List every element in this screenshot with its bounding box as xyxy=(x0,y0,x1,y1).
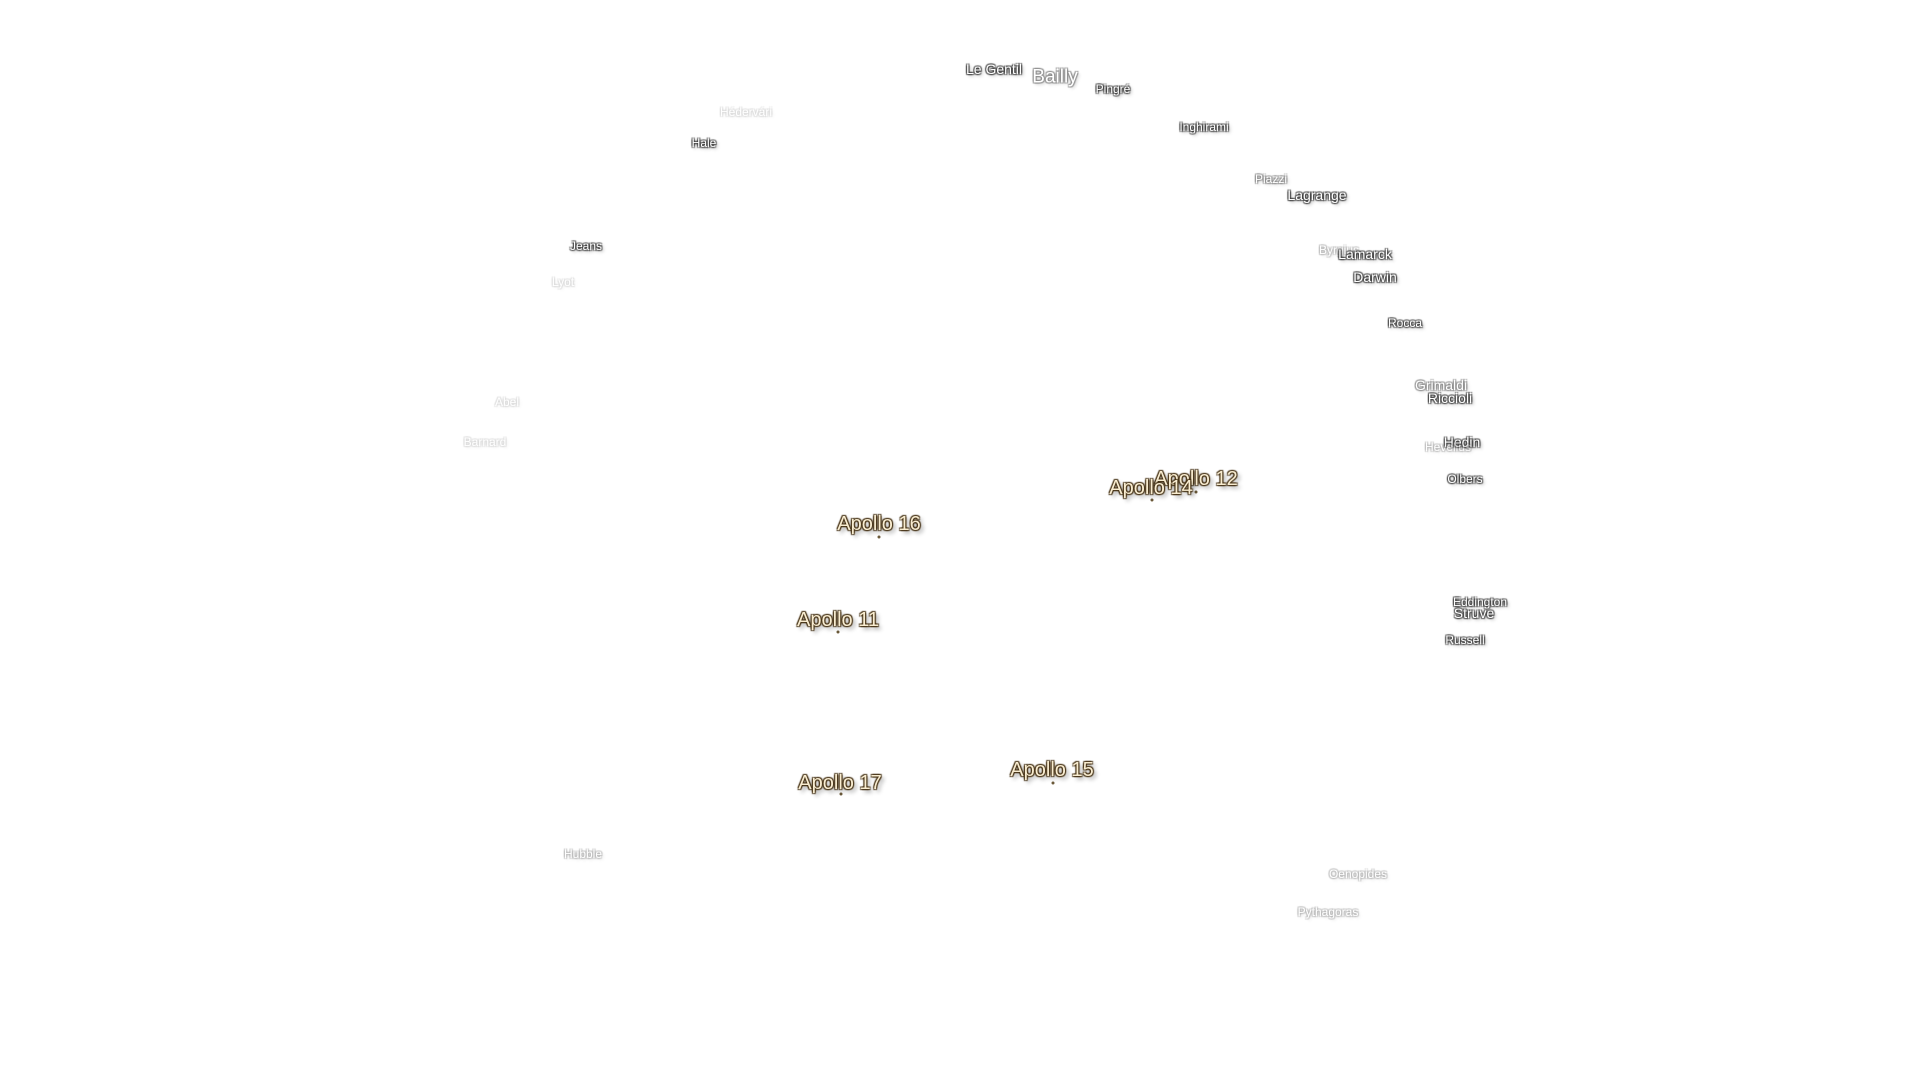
crater-label-pythagoras[interactable]: Pythagoras xyxy=(1297,905,1359,919)
crater-label-hevelius[interactable]: Hevelius xyxy=(1424,440,1472,454)
crater-label-piazzi[interactable]: Piazzi xyxy=(1254,172,1288,186)
crater-label-lamarck[interactable]: Lamarck xyxy=(1338,246,1392,262)
crater-label-le-gentil[interactable]: Le Gentil xyxy=(965,61,1023,77)
crater-label-hedervari[interactable]: Hédervári xyxy=(719,105,773,119)
crater-label-lyot[interactable]: Lyot xyxy=(551,275,575,289)
crater-label-struve[interactable]: Struve xyxy=(1453,605,1495,621)
apollo-16-label[interactable]: Apollo 16 xyxy=(837,513,921,535)
crater-label-jeans[interactable]: Jeans xyxy=(569,239,603,253)
crater-label-abel[interactable]: Abel xyxy=(494,395,520,409)
crater-label-russell[interactable]: Russell xyxy=(1445,633,1485,647)
apollo-15-label[interactable]: Apollo 15 xyxy=(1010,759,1094,781)
apollo-11-site-marker[interactable] xyxy=(836,630,840,634)
apollo-16-site-marker[interactable] xyxy=(877,535,881,539)
crater-label-grimaldi[interactable]: Grimaldi xyxy=(1414,377,1468,393)
crater-label-pingre[interactable]: Pingré xyxy=(1095,82,1131,96)
apollo-14-label[interactable]: Apollo 14 xyxy=(1109,477,1193,499)
crater-label-olbers[interactable]: Olbers xyxy=(1447,472,1483,486)
crater-label-oenopides[interactable]: Oenopides xyxy=(1328,867,1388,881)
crater-label-riccioli[interactable]: Riccioli xyxy=(1427,390,1473,406)
apollo-12-label[interactable]: Apollo 12 xyxy=(1154,468,1238,490)
crater-label-inghirami[interactable]: Inghirami xyxy=(1179,120,1229,134)
apollo-12-site-marker[interactable] xyxy=(1194,490,1198,494)
crater-label-bailly[interactable]: Bailly xyxy=(1032,66,1078,88)
crater-label-lagrange[interactable]: Lagrange xyxy=(1287,187,1347,203)
apollo-11-label[interactable]: Apollo 11 xyxy=(797,609,879,631)
apollo-17-label[interactable]: Apollo 17 xyxy=(798,772,882,794)
apollo-15-site-marker[interactable] xyxy=(1051,781,1055,785)
apollo-14-site-marker[interactable] xyxy=(1150,498,1154,502)
crater-label-hedin[interactable]: Hedin xyxy=(1443,434,1481,450)
crater-label-rocca[interactable]: Rocca xyxy=(1387,316,1423,330)
crater-label-eddington[interactable]: Eddington xyxy=(1452,595,1508,609)
crater-label-darwin[interactable]: Darwin xyxy=(1353,269,1397,285)
crater-label-barnard[interactable]: Barnard xyxy=(463,435,507,449)
crater-label-hale[interactable]: Hale xyxy=(691,136,717,150)
crater-label-byrgius[interactable]: Byrgius xyxy=(1318,243,1360,257)
apollo-17-site-marker[interactable] xyxy=(839,792,843,796)
crater-label-hubble[interactable]: Hubble xyxy=(563,847,603,861)
